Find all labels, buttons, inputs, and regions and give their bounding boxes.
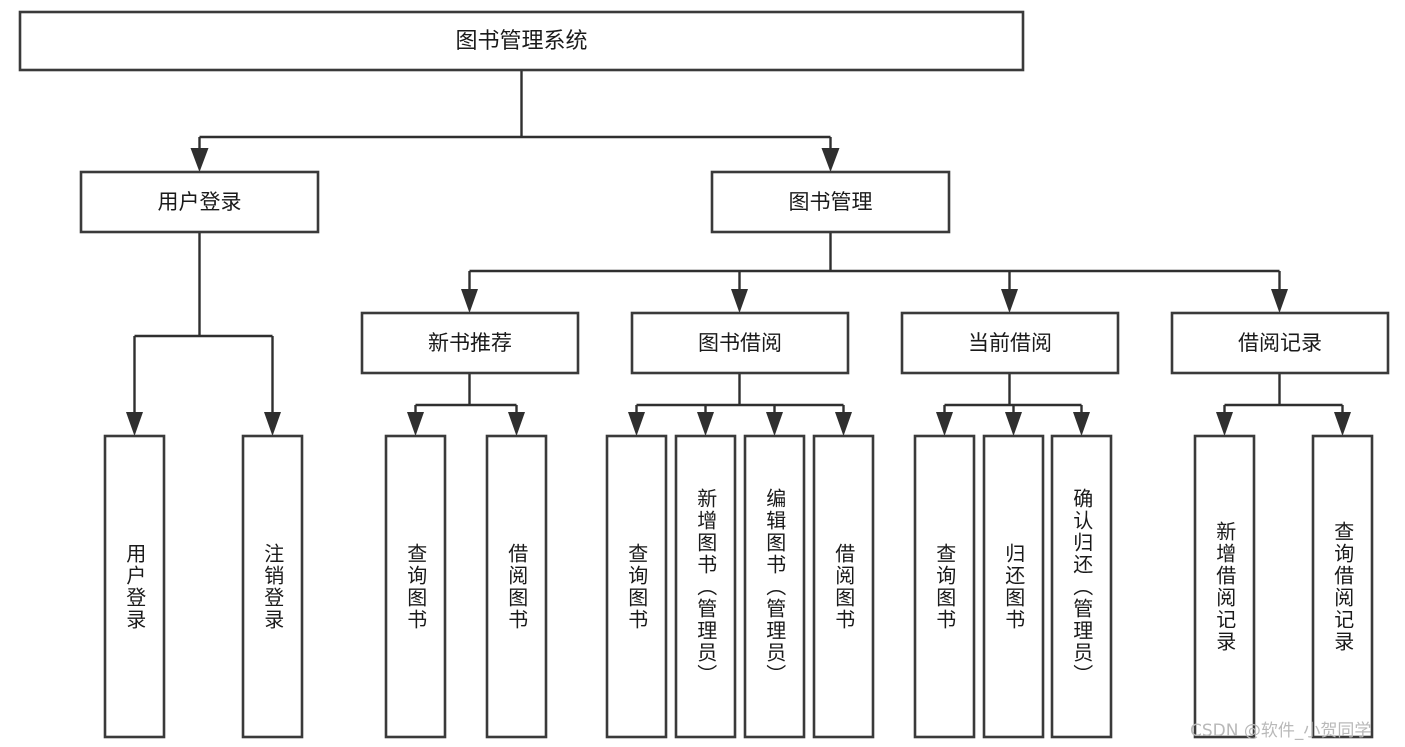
arrow-head-book-management bbox=[821, 148, 840, 172]
node-current-borrow-box[interactable] bbox=[900, 311, 1120, 375]
node-root[interactable]: 图书管理系统 bbox=[18, 10, 1025, 72]
arrow-head-leaf-borrow-book bbox=[835, 412, 852, 436]
node-new-book-recommend[interactable]: 新书推荐 bbox=[360, 311, 580, 375]
node-book-management[interactable]: 图书管理 bbox=[710, 170, 951, 234]
node-book-management-box[interactable] bbox=[710, 170, 951, 234]
node-new-book-recommend-box[interactable] bbox=[360, 311, 580, 375]
arrow-head-leaf-logout bbox=[264, 412, 281, 436]
node-user-login[interactable]: 用户登录 bbox=[79, 170, 320, 234]
leaf-confirm-return-admin-box[interactable] bbox=[1050, 434, 1113, 739]
arrow-head-leaf-edit-book-admin bbox=[766, 412, 783, 436]
leaf-add-borrow-record-box[interactable] bbox=[1193, 434, 1256, 739]
node-user-login-label: 用户登录 bbox=[158, 190, 242, 214]
node-current-borrow-label: 当前借阅 bbox=[968, 331, 1052, 355]
arrow-head-user-login bbox=[190, 148, 209, 172]
leaf-edit-book-admin-box[interactable] bbox=[743, 434, 806, 739]
node-borrow-record-box[interactable] bbox=[1170, 311, 1390, 375]
node-book-borrow-box[interactable] bbox=[630, 311, 850, 375]
arrow-head-leaf-query-borrow-record bbox=[1334, 412, 1351, 436]
node-new-book-recommend-label: 新书推荐 bbox=[428, 331, 512, 355]
leaf-query-borrow-record-box[interactable] bbox=[1311, 434, 1374, 739]
arrow-head-leaf-user-login bbox=[126, 412, 143, 436]
node-user-login-box[interactable] bbox=[79, 170, 320, 234]
leaf-box-group bbox=[103, 434, 1374, 739]
arrow-head-borrow-record bbox=[1271, 289, 1288, 313]
node-current-borrow[interactable]: 当前借阅 bbox=[900, 311, 1120, 375]
arrow-head-leaf-query-book-borrow bbox=[628, 412, 645, 436]
leaf-user-login-box[interactable] bbox=[103, 434, 166, 739]
node-book-management-label: 图书管理 bbox=[789, 190, 873, 214]
node-borrow-record-label: 借阅记录 bbox=[1238, 331, 1322, 355]
leaf-add-book-admin-box[interactable] bbox=[674, 434, 737, 739]
arrow-head-leaf-return-book bbox=[1005, 412, 1022, 436]
arrow-head-leaf-confirm-return-admin bbox=[1073, 412, 1090, 436]
arrow-head-leaf-borrow-book-recommend bbox=[508, 412, 525, 436]
arrow-head-leaf-query-book-recommend bbox=[407, 412, 424, 436]
arrow-head-new-book-recommend bbox=[461, 289, 478, 313]
arrow-head-leaf-add-borrow-record bbox=[1216, 412, 1233, 436]
leaf-query-book-borrow-box[interactable] bbox=[605, 434, 668, 739]
arrow-head-current-borrow bbox=[1001, 289, 1018, 313]
leaf-query-book-recommend-box[interactable] bbox=[384, 434, 447, 739]
node-book-borrow[interactable]: 图书借阅 bbox=[630, 311, 850, 375]
leaf-borrow-book-recommend-box[interactable] bbox=[485, 434, 548, 739]
arrow-head-leaf-query-book-current bbox=[936, 412, 953, 436]
node-book-borrow-label: 图书借阅 bbox=[698, 331, 782, 355]
node-borrow-record[interactable]: 借阅记录 bbox=[1170, 311, 1390, 375]
node-root-box[interactable] bbox=[18, 10, 1025, 72]
arrow-head-leaf-add-book-admin bbox=[697, 412, 714, 436]
leaf-return-book-box[interactable] bbox=[982, 434, 1045, 739]
leaf-logout-box[interactable] bbox=[241, 434, 304, 739]
csdn-watermark: CSDN @软件_小贺同学 bbox=[1190, 721, 1372, 741]
leaf-query-book-current-box[interactable] bbox=[913, 434, 976, 739]
node-root-label: 图书管理系统 bbox=[455, 29, 587, 54]
arrow-head-book-borrow bbox=[731, 289, 748, 313]
connector-group bbox=[126, 70, 1351, 436]
leaf-borrow-book-box[interactable] bbox=[812, 434, 875, 739]
